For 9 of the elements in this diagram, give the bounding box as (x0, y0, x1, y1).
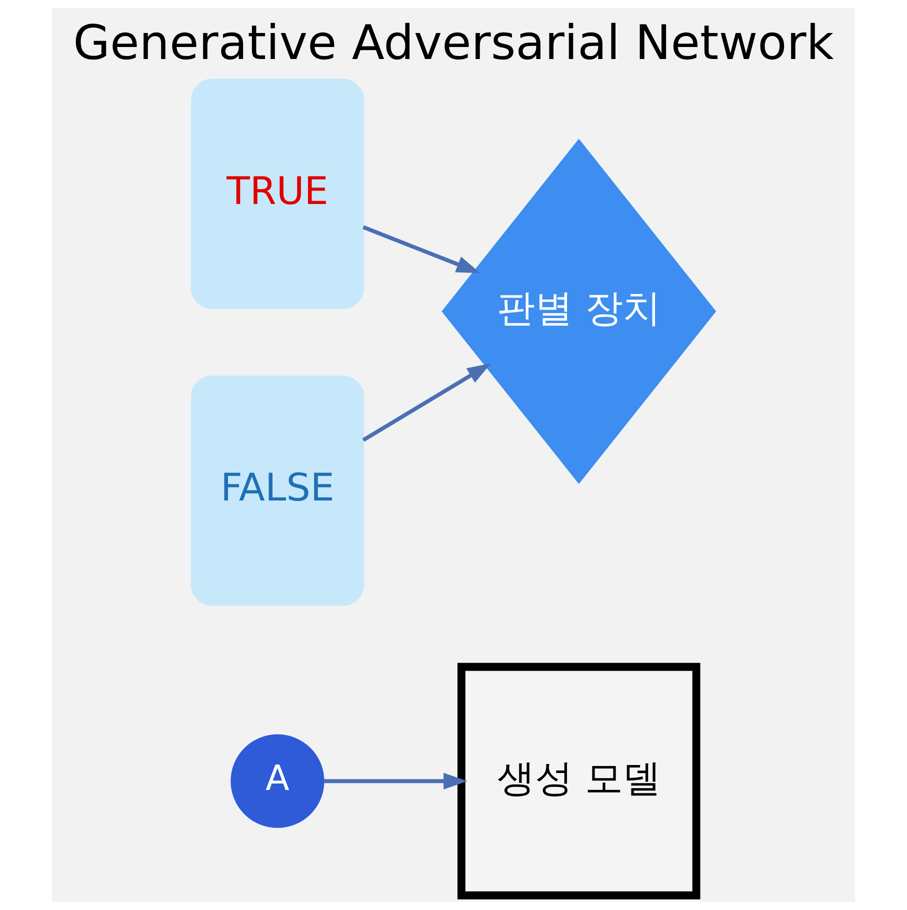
node-box: FALSE (190, 376, 364, 606)
arrow (324, 772, 468, 790)
node-diamond: 판별 장치 (442, 138, 716, 484)
arrow (362, 363, 492, 442)
node-box: 생성 모델 (457, 662, 700, 900)
arrow (362, 225, 480, 274)
diagram-title: Generative Adversarial Network (73, 16, 834, 72)
node-box: TRUE (190, 78, 364, 309)
node-circle: A (230, 734, 324, 828)
